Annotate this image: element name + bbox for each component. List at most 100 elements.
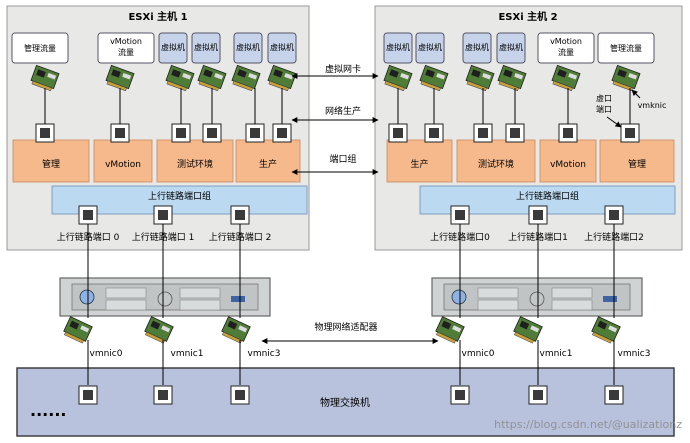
host2-uplink-port-0-socket [455, 210, 465, 220]
host1-vnic-0-label [182, 72, 192, 80]
watermark: https://blog.csdn.net/@ualizationz [494, 418, 682, 431]
host2-virtual-port-pointer [606, 116, 622, 128]
host2-pg-port-5-socket [625, 128, 635, 138]
host2-pg-port-0-socket [393, 128, 403, 138]
host1-portgroup-2 [156, 139, 234, 183]
host1-physical-nic-1-chip [150, 320, 161, 330]
host1-top-vm-label-2: 虚拟机 [161, 42, 185, 52]
physical-switch [16, 367, 675, 437]
host1-portgroup-3 [235, 139, 301, 183]
label-physical-adapter: 物理网络适配器 [314, 321, 377, 333]
host2-vmknic-vmotion-label [568, 72, 578, 80]
host2-vmknic-label: vmknic [638, 101, 667, 110]
host1-portgroup-label-3: 生产 [259, 158, 277, 170]
host2-vnic-1-connector [420, 80, 441, 92]
host2-top-box-4 [537, 32, 595, 64]
host1-switch-port-2-socket [235, 390, 245, 400]
host2-switch-port-1-socket [533, 390, 543, 400]
host1-portgroup-label-2: 测试环境 [177, 158, 213, 170]
host2-pg-port-2 [473, 123, 493, 143]
host2-portgroup-label-2: vMotion [550, 160, 586, 170]
host1-pg-port-3-socket [207, 128, 217, 138]
label-network-production: 网络生产 [325, 105, 361, 117]
host2-vnic-0-label [400, 72, 410, 80]
host2-pg-port-2-socket [478, 128, 488, 138]
host1-portgroup-0 [12, 139, 90, 183]
host2-vnic-3-label [514, 72, 524, 80]
host1-top-box-0 [11, 32, 69, 64]
host1-top-vm-label-5: 虚拟机 [270, 42, 294, 52]
host1-pg-port-3 [202, 123, 222, 143]
physical-switch-label: 物理交换机 [320, 396, 370, 409]
host2-portgroup-label-1: 测试环境 [478, 158, 514, 170]
host2-drive-bay-2 [551, 287, 593, 299]
host1-physical-nic-0-chip [69, 320, 80, 330]
host2-vmknic-mgmt-chip [617, 69, 627, 78]
host2-vnic-2-connector [466, 80, 487, 92]
host1-top-vm-3 [191, 32, 221, 64]
host2-physical-nic-2-chip [597, 320, 608, 330]
host1-physical-nic-1 [144, 316, 174, 344]
host1-top-vm-5 [267, 32, 297, 64]
host2-drive-bay-0 [477, 287, 519, 299]
host2-top-box-5 [597, 32, 655, 64]
host2-fan [529, 291, 545, 307]
host2-pg-port-5 [620, 123, 640, 143]
host2-top-vm-label-1: 虚拟机 [418, 42, 442, 52]
host2-top-box-label-4: vMotion [550, 37, 582, 46]
host1-physical-nic-2-connector [221, 331, 243, 344]
physical-switch-dots: ······ [30, 405, 66, 424]
host1-pg-port-1-socket [115, 128, 125, 138]
host1-pg-port-0-socket [40, 128, 50, 138]
host1-drive-bay-1 [105, 299, 147, 311]
host1-status-led [231, 296, 245, 302]
host1-switch-port-0-socket [83, 390, 93, 400]
host1-top-box-label-1: vMotion [110, 37, 142, 46]
host2-vmknic-mgmt-label [628, 72, 638, 80]
host1-pg-port-2-socket [176, 128, 186, 138]
host2-physical-nic-2-label [608, 325, 618, 333]
host2-vnic-0 [383, 64, 413, 92]
host1-physical-nic-1-label [161, 325, 171, 333]
host1-switch-port-0 [78, 385, 98, 405]
host2-vnic-3 [497, 64, 527, 92]
host2-vmknic-mgmt [611, 64, 641, 92]
host1-vnic-1-label [214, 72, 224, 80]
host1-vnic-2 [231, 64, 261, 92]
host2-vnic-1 [419, 64, 449, 92]
host2-physical-nic-1-connector [513, 331, 535, 344]
host2-portgroup-2 [539, 139, 597, 183]
host1-vmknic-vmotion-label [122, 72, 132, 80]
host2-drive-bay-3 [551, 299, 593, 311]
host1-vnic-2-chip [237, 69, 247, 78]
host1-switch-port-1-socket [158, 390, 168, 400]
host1-uplink-port-1 [153, 205, 173, 225]
host1-vmknic-mgmt-chip [36, 69, 46, 78]
host2-drive-bay-1 [477, 299, 519, 311]
host2-status-led [603, 296, 617, 302]
host2-physical-nic-0 [435, 316, 465, 344]
host1-physical-nic-2 [221, 316, 251, 344]
host1-drive-bay-3 [179, 299, 221, 311]
host2-pg-port-3-socket [510, 128, 520, 138]
host1-title: ESXi 主机 1 [128, 10, 187, 23]
host2-switch-port-0-socket [455, 390, 465, 400]
host1-vmnic-label-1: vmnic1 [171, 349, 204, 359]
host2-uplink-group-label: 上行链路端口组 [516, 190, 579, 202]
host1-uplink-group-label: 上行链路端口组 [148, 190, 211, 202]
host2-top-vm-3 [496, 32, 526, 64]
host1-physical-nic-2-label [238, 325, 248, 333]
host2-switch-port-2-socket [609, 390, 619, 400]
host2-uplink-port-1-socket [533, 210, 543, 220]
host1-vnic-1-chip [203, 69, 213, 78]
host1-vnic-3-connector [268, 80, 289, 92]
host2-top-vm-1 [415, 32, 445, 64]
host2-physical-nic-2-connector [591, 331, 613, 344]
host2-pg-port-4 [558, 123, 578, 143]
host2-physical-nic-2 [591, 316, 621, 344]
host1-vnic-0 [165, 64, 195, 92]
host2-vnic-2-chip [471, 69, 481, 78]
host2-uplink-port-1 [528, 205, 548, 225]
host2-portgroup-label-3: 管理 [628, 158, 646, 170]
host1-portgroup-label-0: 管理 [42, 158, 60, 170]
